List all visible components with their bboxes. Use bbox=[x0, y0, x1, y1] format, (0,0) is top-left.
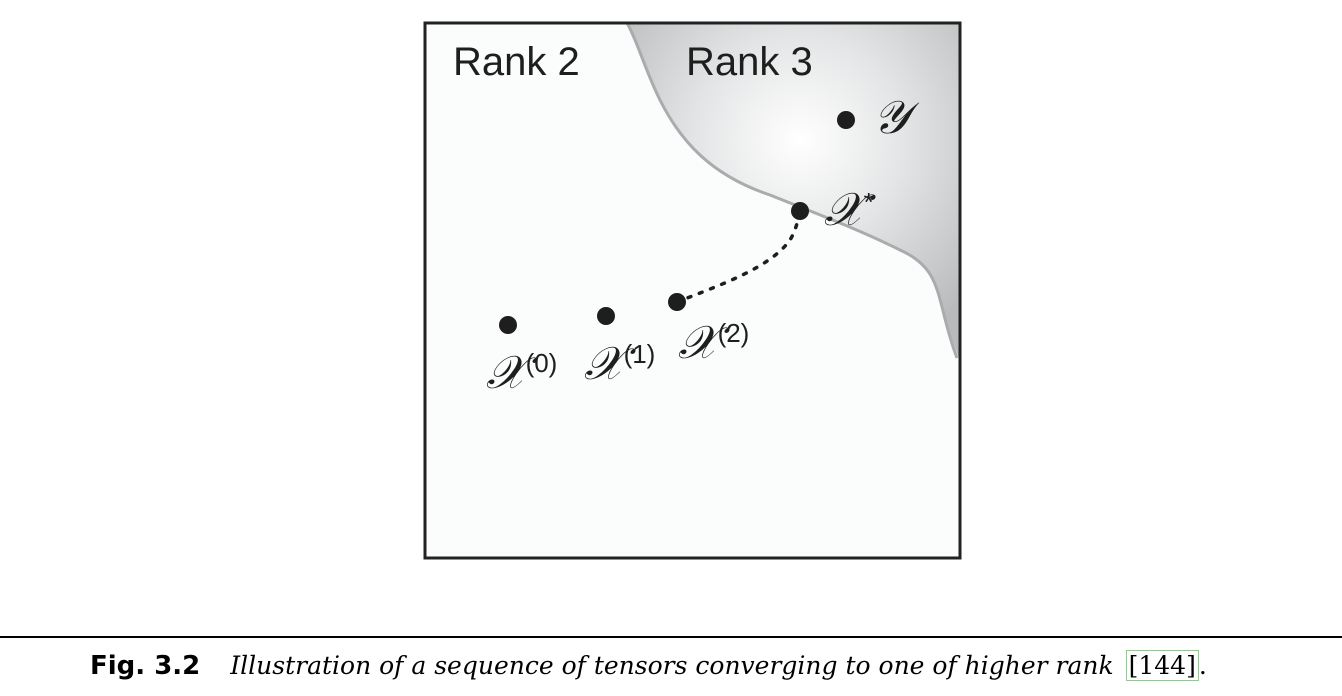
caption-label: Fig. 3.2 bbox=[90, 651, 201, 681]
citation-link[interactable]: [144] bbox=[1125, 650, 1199, 681]
point-x0 bbox=[499, 316, 517, 334]
caption-text: Illustration of a sequence of tensors co… bbox=[230, 651, 1122, 680]
rank-boundary-curve bbox=[625, 22, 959, 359]
diagram-frame bbox=[423, 21, 962, 560]
caption-period: . bbox=[1198, 651, 1207, 680]
label-x0-superscript: (0) bbox=[526, 348, 558, 378]
rank-3-region bbox=[627, 23, 960, 360]
label-x1-superscript: (1) bbox=[624, 339, 656, 369]
point-y bbox=[837, 111, 855, 129]
rank-2-label: Rank 2 bbox=[453, 40, 580, 84]
label-x-star: 𝒳* bbox=[824, 182, 876, 236]
tensor-rank-diagram: Rank 2 Rank 3 𝒳(0) 𝒳(1) 𝒳(2) 𝒳* 𝒴 bbox=[423, 21, 962, 560]
rank-3-label: Rank 3 bbox=[686, 40, 813, 84]
caption-rule bbox=[0, 636, 1342, 638]
point-x1 bbox=[597, 307, 615, 325]
label-x-star-superscript: * bbox=[864, 187, 874, 217]
point-x2 bbox=[668, 293, 686, 311]
figure-caption: Fig. 3.2 Illustration of a sequence of te… bbox=[90, 646, 1330, 686]
label-x1: 𝒳(1) bbox=[584, 336, 655, 390]
convergence-path bbox=[675, 209, 802, 304]
label-x2-superscript: (2) bbox=[718, 318, 750, 348]
point-x-star bbox=[791, 202, 809, 220]
